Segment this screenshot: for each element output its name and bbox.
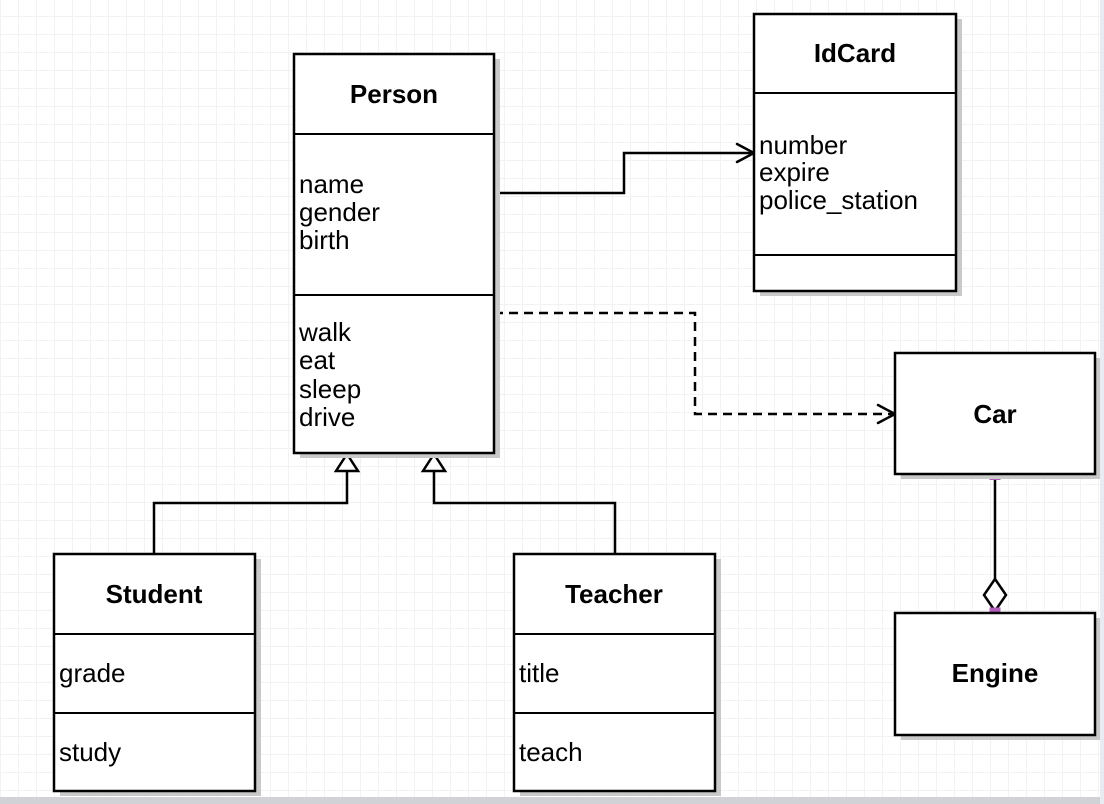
hollow-triangle-icon [420,451,448,473]
class-method: sleep [299,374,361,404]
class-engine[interactable]: Engine [893,611,1101,740]
class-box[interactable] [893,351,1097,476]
edge-line[interactable] [432,470,617,554]
class-box[interactable] [752,12,958,293]
class-student[interactable]: Student grade study [52,552,261,796]
class-title: Person [350,79,438,109]
class-attribute: gender [299,197,380,227]
hollow-triangle-icon [333,451,361,473]
class-box[interactable] [52,552,257,793]
class-teacher[interactable]: Teacher title teach [512,552,721,796]
class-attribute: expire [759,157,830,187]
class-attribute: grade [59,658,126,688]
class-method: study [59,737,121,767]
class-title: Car [973,399,1016,429]
class-title: Teacher [565,579,663,609]
class-box[interactable] [292,52,496,455]
class-method: eat [299,345,336,375]
class-car[interactable]: Car [893,351,1101,479]
class-method: drive [299,402,355,432]
class-method: teach [519,737,583,767]
edge-generalization-teacher-person[interactable] [420,451,617,554]
class-title: IdCard [814,38,896,68]
page-edge-bottom [0,797,1104,804]
class-idcard[interactable]: IdCard number expire police_station [752,12,962,296]
class-method: walk [298,317,352,347]
class-title: Student [106,579,203,609]
class-attribute: birth [299,225,350,255]
class-attribute: police_station [759,185,918,215]
edge-line[interactable] [152,470,349,554]
edge-line[interactable] [494,151,751,195]
class-person[interactable]: Person name gender birth walk eat sleep … [292,52,500,458]
class-box[interactable] [512,552,717,793]
page-edge-right [1100,0,1104,804]
edge-generalization-student-person[interactable] [152,451,361,554]
class-title: Engine [952,658,1039,688]
class-attribute: name [299,169,364,199]
class-attribute: number [759,130,847,160]
class-box[interactable] [893,611,1097,737]
class-attribute: title [519,658,559,688]
